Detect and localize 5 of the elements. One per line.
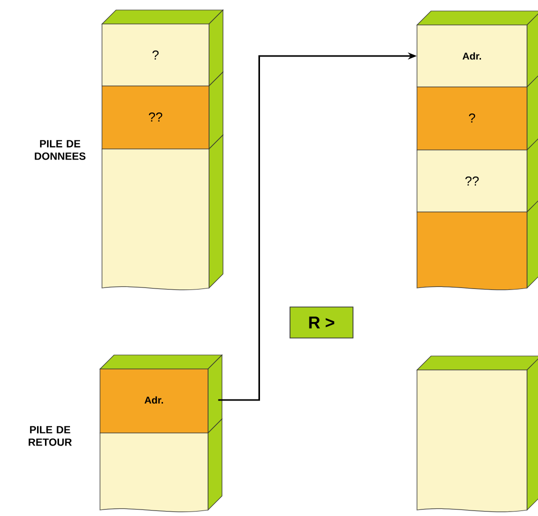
- stack-cell: [102, 134, 224, 290]
- stack-cell: [100, 418, 222, 512]
- stack-label: PILE DE DONNEES: [34, 140, 86, 160]
- label-box: R >: [290, 306, 354, 338]
- stack-label: PILE DE RETOUR: [28, 426, 72, 446]
